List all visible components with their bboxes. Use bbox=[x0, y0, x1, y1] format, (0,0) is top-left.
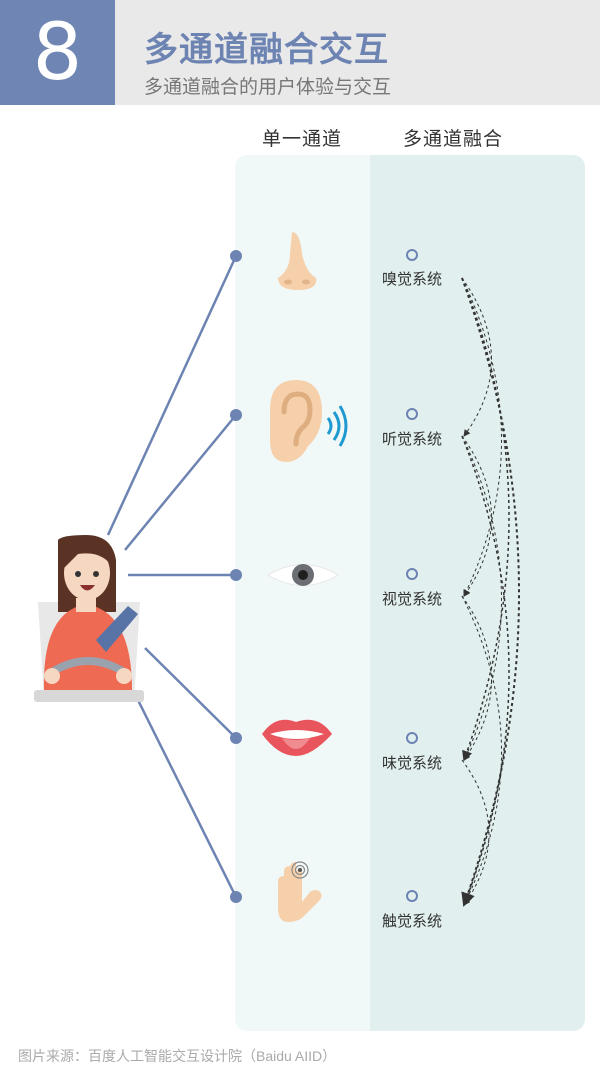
mouth-icon bbox=[262, 719, 332, 756]
section-number-box: 8 bbox=[0, 0, 115, 105]
column-header-single: 单一通道 bbox=[262, 129, 343, 150]
single-channel-panel bbox=[235, 155, 370, 1031]
connector-ear bbox=[124, 414, 237, 551]
node-vision bbox=[406, 568, 418, 580]
connector-nose bbox=[106, 255, 238, 536]
arc-smell-vision bbox=[461, 277, 502, 597]
arc-taste-touch bbox=[461, 759, 490, 906]
arc-smell-taste bbox=[461, 277, 510, 762]
arc-vision-touch bbox=[461, 595, 502, 906]
system-label-hearing: 听觉系统 bbox=[382, 431, 443, 448]
node-touch bbox=[406, 890, 418, 902]
eye-icon bbox=[267, 564, 339, 586]
title-band bbox=[115, 0, 600, 105]
system-label-vision: 视觉系统 bbox=[382, 591, 443, 608]
column-header-multi: 多通道融合 bbox=[403, 129, 504, 150]
ear-icon bbox=[270, 380, 348, 462]
arc-hearing-taste bbox=[461, 435, 502, 761]
connector-mouth bbox=[144, 647, 237, 739]
system-label-taste: 味觉系统 bbox=[382, 755, 443, 772]
arc-hearing-vision bbox=[461, 435, 492, 597]
connector-endpoints bbox=[230, 250, 242, 903]
endpoint-eye bbox=[230, 569, 242, 581]
page-title: 多通道融合交互 bbox=[144, 31, 389, 69]
endpoint-ear bbox=[230, 409, 242, 421]
driver-icon bbox=[34, 535, 144, 702]
endpoint-hand bbox=[230, 891, 242, 903]
arc-smell-hearing bbox=[461, 277, 492, 437]
image-source-credit: 图片来源：百度人工智能交互设计院（Baidu AIID） bbox=[18, 1048, 337, 1064]
arc-smell-touch bbox=[461, 277, 520, 907]
nose-icon bbox=[278, 232, 317, 290]
page-subtitle: 多通道融合的用户体验与交互 bbox=[144, 77, 392, 98]
system-label-touch: 触觉系统 bbox=[382, 913, 443, 930]
multi-channel-panel bbox=[370, 155, 585, 1031]
endpoint-mouth bbox=[230, 732, 242, 744]
node-hearing bbox=[406, 408, 418, 420]
connector-hand bbox=[126, 679, 238, 898]
arc-hearing-touch bbox=[461, 435, 510, 907]
node-taste bbox=[406, 732, 418, 744]
fusion-arcs bbox=[461, 277, 520, 907]
connector-lines bbox=[106, 255, 238, 898]
arc-vision-taste bbox=[461, 595, 492, 761]
system-label-smell: 嗅觉系统 bbox=[382, 271, 443, 288]
section-number: 8 bbox=[32, 7, 83, 98]
hand-icon bbox=[278, 861, 322, 922]
node-smell bbox=[406, 249, 418, 261]
endpoint-nose bbox=[230, 250, 242, 262]
